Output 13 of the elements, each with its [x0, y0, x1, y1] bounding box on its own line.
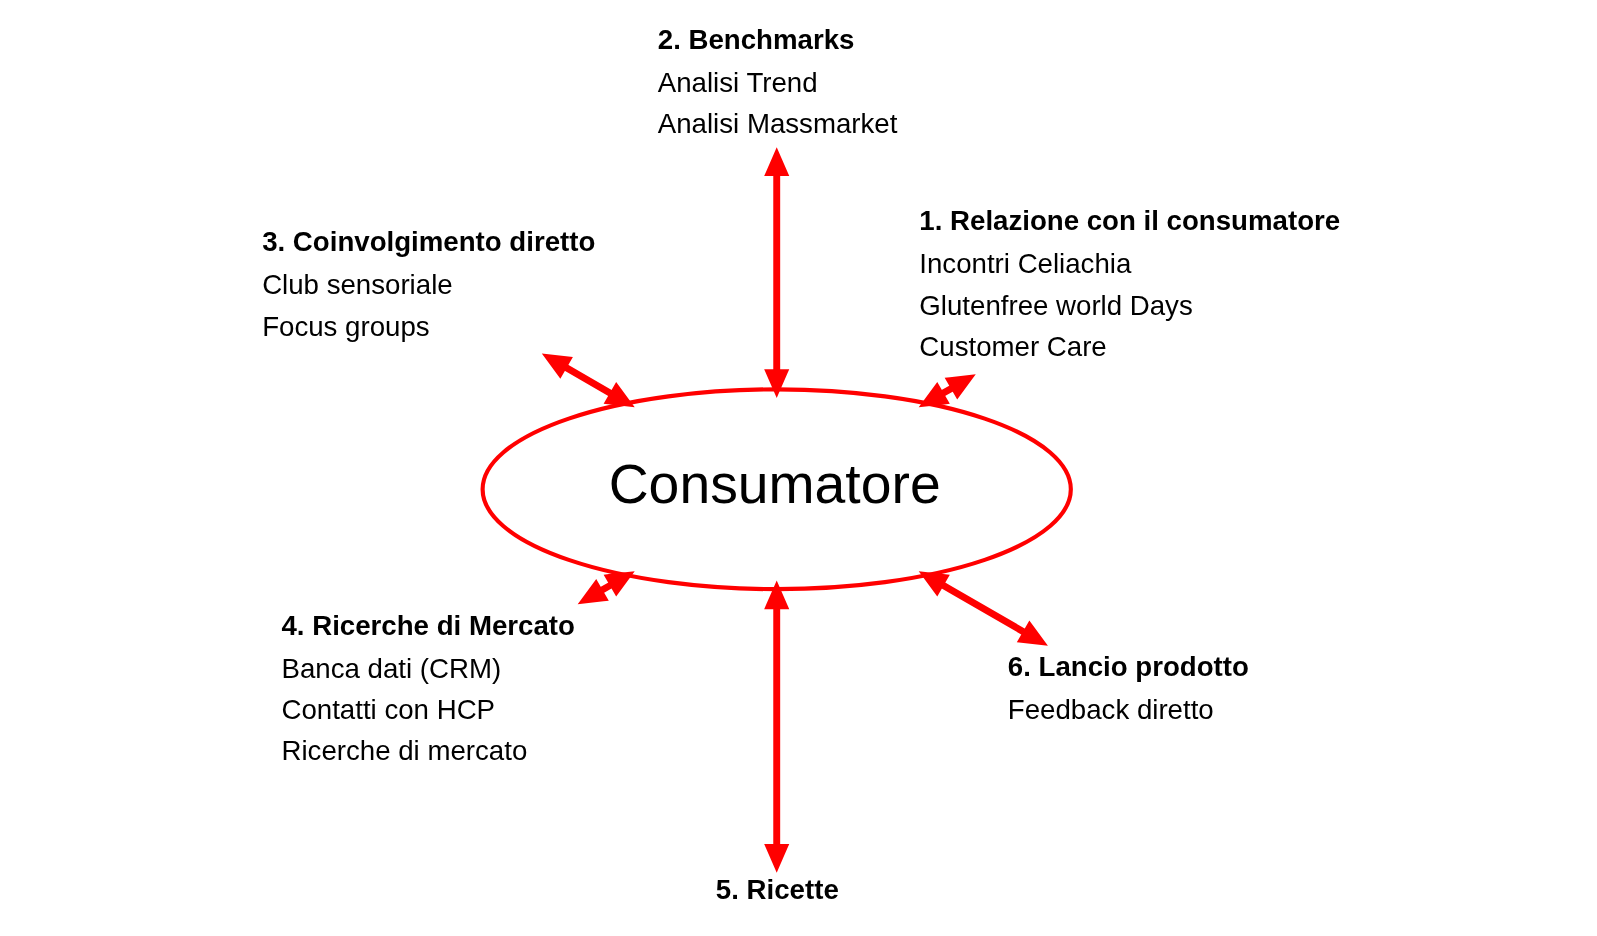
arrow: [764, 146, 790, 398]
node-text: 6. Lancio prodotto Feedback diretto: [1007, 650, 1249, 725]
arrow: [918, 373, 976, 407]
node-ellipse: Consumatore: [480, 386, 1073, 591]
arrow: [577, 570, 635, 604]
node-text: 1. Relazione con il consumatore Incontri Celiachia Glutenfree world Days Customer Care: [919, 204, 1341, 362]
node-text: 2. Benchmarks Analisi Trend Analisi Massmarket: [657, 23, 898, 139]
arrow: [541, 353, 635, 407]
node-text: 5. Ricette: [715, 873, 839, 905]
arrow: [764, 580, 790, 873]
node-text: 4. Ricerche di Mercato Banca dati (CRM) Contatti con HCP Ricerche di mercato: [281, 609, 575, 766]
arrow: [918, 570, 1048, 646]
node-text: 3. Coinvolgimento diretto Club sensoriale Focus groups: [262, 225, 596, 342]
